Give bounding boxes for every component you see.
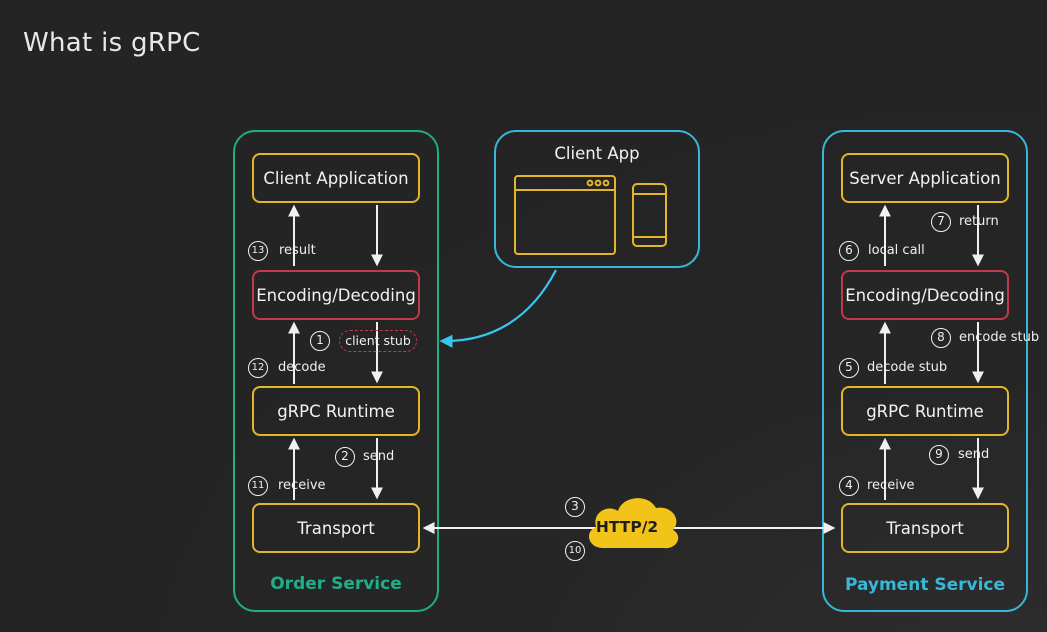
step-8-label: encode stub bbox=[959, 330, 1040, 345]
server-application-box: Server Application bbox=[841, 153, 1009, 203]
order-transport-box: Transport bbox=[252, 503, 420, 553]
step-5-badge: 5 bbox=[839, 358, 859, 378]
step-9-label: send bbox=[958, 447, 990, 462]
step-5-label: decode stub bbox=[867, 360, 948, 375]
client-application-box: Client Application bbox=[252, 153, 420, 203]
http2-label: HTTP/2 bbox=[595, 518, 659, 536]
payment-service-panel bbox=[822, 130, 1028, 612]
step-6-label: local call bbox=[868, 243, 925, 258]
order-grpc-runtime-box: gRPC Runtime bbox=[252, 386, 420, 436]
payment-transport-box: Transport bbox=[841, 503, 1009, 553]
payment-grpc-runtime-box: gRPC Runtime bbox=[841, 386, 1009, 436]
client-app-arrow bbox=[439, 269, 557, 348]
payment-encoding-decoding-box: Encoding/Decoding bbox=[841, 270, 1009, 320]
order-flow-arrows bbox=[288, 204, 383, 500]
step-4-label: receive bbox=[867, 478, 915, 493]
step-10-badge: 10 bbox=[565, 541, 585, 561]
step-2-badge: 2 bbox=[335, 447, 355, 467]
cloud-icon bbox=[588, 498, 679, 549]
order-service-label: Order Service bbox=[270, 574, 402, 594]
step-2-label: send bbox=[363, 449, 395, 464]
client-stub-tag: client stub bbox=[339, 330, 417, 352]
step-6-badge: 6 bbox=[839, 241, 859, 261]
client-app-label: Client App bbox=[554, 144, 640, 163]
step-12-badge: 12 bbox=[248, 358, 268, 378]
client-app-panel bbox=[494, 130, 700, 268]
step-13-badge: 13 bbox=[248, 241, 268, 261]
step-13-label: result bbox=[279, 243, 316, 258]
step-7-badge: 7 bbox=[931, 212, 951, 232]
step-12-label: decode bbox=[278, 360, 326, 375]
order-encoding-decoding-box: Encoding/Decoding bbox=[252, 270, 420, 320]
step-7-label: return bbox=[959, 214, 999, 229]
step-4-badge: 4 bbox=[839, 476, 859, 496]
payment-service-label: Payment Service bbox=[844, 575, 1006, 595]
mobile-phone-icon bbox=[632, 183, 667, 247]
browser-window-icon bbox=[514, 175, 616, 255]
slide-title: What is gRPC bbox=[23, 28, 201, 58]
step-3-badge: 3 bbox=[565, 497, 585, 517]
payment-flow-arrows bbox=[879, 204, 984, 500]
step-8-badge: 8 bbox=[931, 328, 951, 348]
step-11-label: receive bbox=[278, 478, 326, 493]
step-9-badge: 9 bbox=[929, 445, 949, 465]
order-service-panel bbox=[233, 130, 439, 612]
step-11-badge: 11 bbox=[248, 476, 268, 496]
step-1-badge: 1 bbox=[310, 331, 330, 351]
